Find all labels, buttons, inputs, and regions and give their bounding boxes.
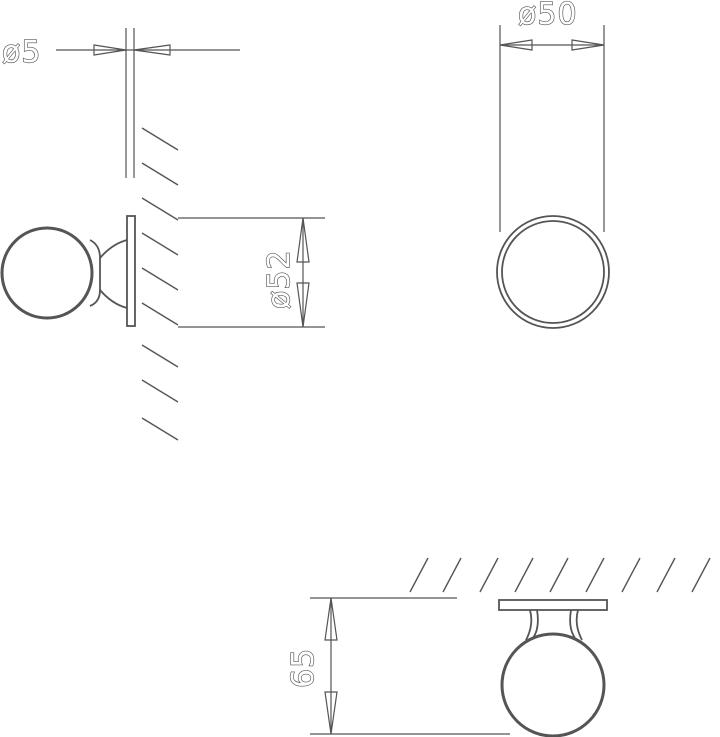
projection-arrow-bottom	[324, 691, 338, 735]
knob-arrow-right	[571, 39, 605, 51]
projection-arrow-top	[324, 597, 338, 641]
rose-thickness-label: ø5	[2, 35, 41, 70]
knob-outer-circle-front	[496, 215, 610, 329]
front-view: ø50	[496, 0, 610, 329]
knob-ball-side	[0, 226, 94, 320]
base-diameter-label: ø52	[262, 249, 297, 309]
rose-thickness-arrow-right	[133, 44, 171, 56]
wall-hatching-horizontal	[409, 557, 711, 593]
rose-thickness-arrow-left	[93, 44, 127, 56]
knob-neck-side	[89, 239, 101, 307]
projection-label: 65	[286, 648, 321, 688]
knob-arrow-left	[499, 39, 533, 51]
knob-neck-bottom	[525, 609, 533, 641]
knob-diameter-label: ø50	[518, 0, 578, 32]
rose-plate-side	[126, 215, 136, 327]
rose-plate-bottom	[498, 599, 608, 611]
wall-hatching-vertical	[141, 127, 179, 441]
side-view: ø5 ø52	[0, 28, 325, 441]
knob-inner-circle-front	[501, 220, 605, 324]
knob-ball-bottom	[500, 632, 606, 737]
base-arrow-top	[296, 217, 310, 263]
bottom-view: 65	[285, 557, 711, 737]
base-arrow-bottom	[296, 282, 310, 328]
